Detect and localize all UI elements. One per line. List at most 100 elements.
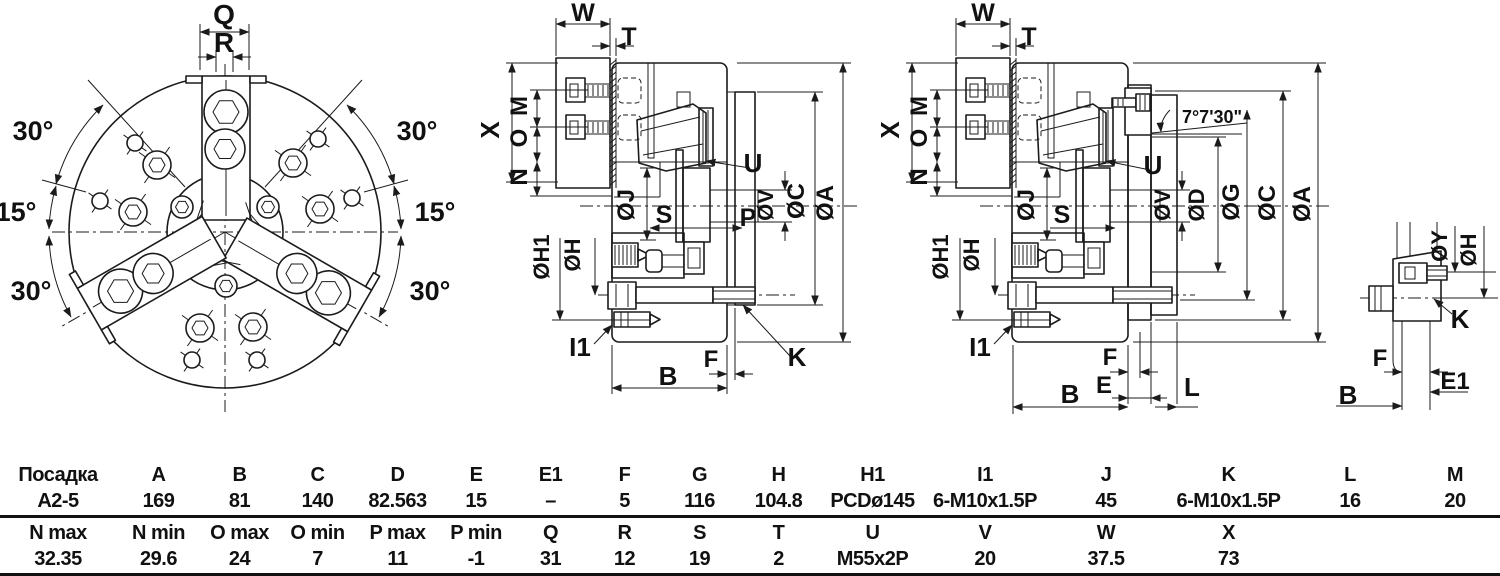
dim-label-H: ØH [1456,234,1481,267]
hex-socket-icon [148,157,166,173]
face-hole-small [343,189,361,207]
dim-label-S: S [656,201,673,229]
serration-tick [609,107,617,114]
dim-label-F: F [1103,344,1118,371]
hex-socket-icon [260,200,276,214]
serration-tick [1009,155,1017,162]
technical-drawing: QR30°15°30°30°15°30°WTXMONØJSPUØVØCØAØH1… [0,0,1498,414]
serration-tick [1009,89,1017,96]
table-cell: 7 [312,548,323,570]
hex-socket-icon [218,279,234,293]
serration-tick [609,65,617,72]
serration-tick [609,89,617,96]
serration-tick [1009,101,1017,108]
serration-hatch [609,59,617,186]
dim-label-E: E [1096,372,1112,399]
face-hole [118,197,148,227]
table-cell: X [1222,522,1235,544]
table-cell: O min [290,522,345,544]
serration-tick [609,71,617,78]
table-cell: 31 [539,548,562,570]
knurl-hatch [1014,245,1036,265]
serration-tick [1009,113,1017,120]
table-cell [1410,546,1500,572]
table-cell: N max [29,522,87,544]
dim-label-A: ØA [1289,186,1316,222]
table-cell: 81 [228,490,251,512]
dim-label-R: R [214,27,234,58]
dim-label-T: T [621,23,636,51]
table-cell: – [545,490,556,512]
table-cell: G [691,464,708,486]
serration-tick [1009,119,1017,126]
face-hole [185,313,215,343]
table-cell: 169 [142,490,175,512]
dim-label-X: X [875,121,905,139]
dim-label-Y: ØY [1427,230,1452,262]
serration-tick [609,173,617,180]
serration-tick [609,161,617,168]
serration-tick [609,149,617,156]
table-cell: H [771,464,786,486]
dim-label-O: O [506,129,533,148]
dim-label-H1: ØH1 [928,234,953,279]
dim-label-L: L [1184,372,1200,402]
boss-screw [170,195,194,219]
dim-label-I1: I1 [969,332,991,362]
serration-tick [1009,65,1017,72]
table-cell: S [693,522,706,544]
boss-screw [214,274,238,298]
dim-label-U: U [1144,150,1163,180]
dim-label-W: W [571,0,595,27]
serration-tick [609,179,617,186]
hex-socket-icon [124,204,142,220]
serration-tick [609,113,617,120]
dim-label-C: ØC [783,183,810,219]
serration-tick [609,155,617,162]
serration-tick [1009,125,1017,132]
table-cell: A [151,464,166,486]
serration-tick [609,95,617,102]
dim-label-X: X [475,121,505,139]
face-hole [142,150,172,180]
table-cell: 37.5 [1087,548,1125,570]
dim-label-O: O [906,129,933,148]
table-cell: 20 [1444,490,1466,512]
table-cell: D [390,464,405,486]
table-cell: 15 [465,490,487,512]
serration-tick [1009,131,1017,138]
table-cell: 6-M10x1.5P [933,490,1037,512]
table-cell: B [232,464,247,486]
dim-label-E1: E1 [1440,368,1469,395]
dim-label-B: B [1061,379,1080,409]
dim-label-V: ØV [753,189,778,221]
table-cell: M [1446,464,1464,486]
dim-label-M: M [506,96,533,116]
dim-label-H: ØH [959,239,984,272]
table-cell: H1 [860,464,885,486]
dim-label-30: 30° [410,276,451,306]
dim-label-A: ØA [812,185,839,221]
face-hole [238,312,268,342]
serration-tick [1009,161,1017,168]
table-cell: 2 [773,548,784,570]
dim-label-15: 15° [415,197,456,227]
table-cell: N min [131,522,186,544]
table-cell: 6-M10x1.5P [1176,490,1281,512]
face-hole [305,194,335,224]
hex-socket-icon [311,201,329,217]
dim-label-N: N [506,168,533,185]
table-cell: 16 [1339,490,1361,512]
serration-tick [1009,137,1017,144]
dim-label-B: B [659,361,678,391]
face-holes [88,127,364,372]
table-cell: P min [450,522,502,544]
serration-hatch [1009,59,1017,186]
face-hole [278,148,308,178]
dim-label-30: 30° [13,116,54,146]
table-cell: 5 [619,490,630,512]
